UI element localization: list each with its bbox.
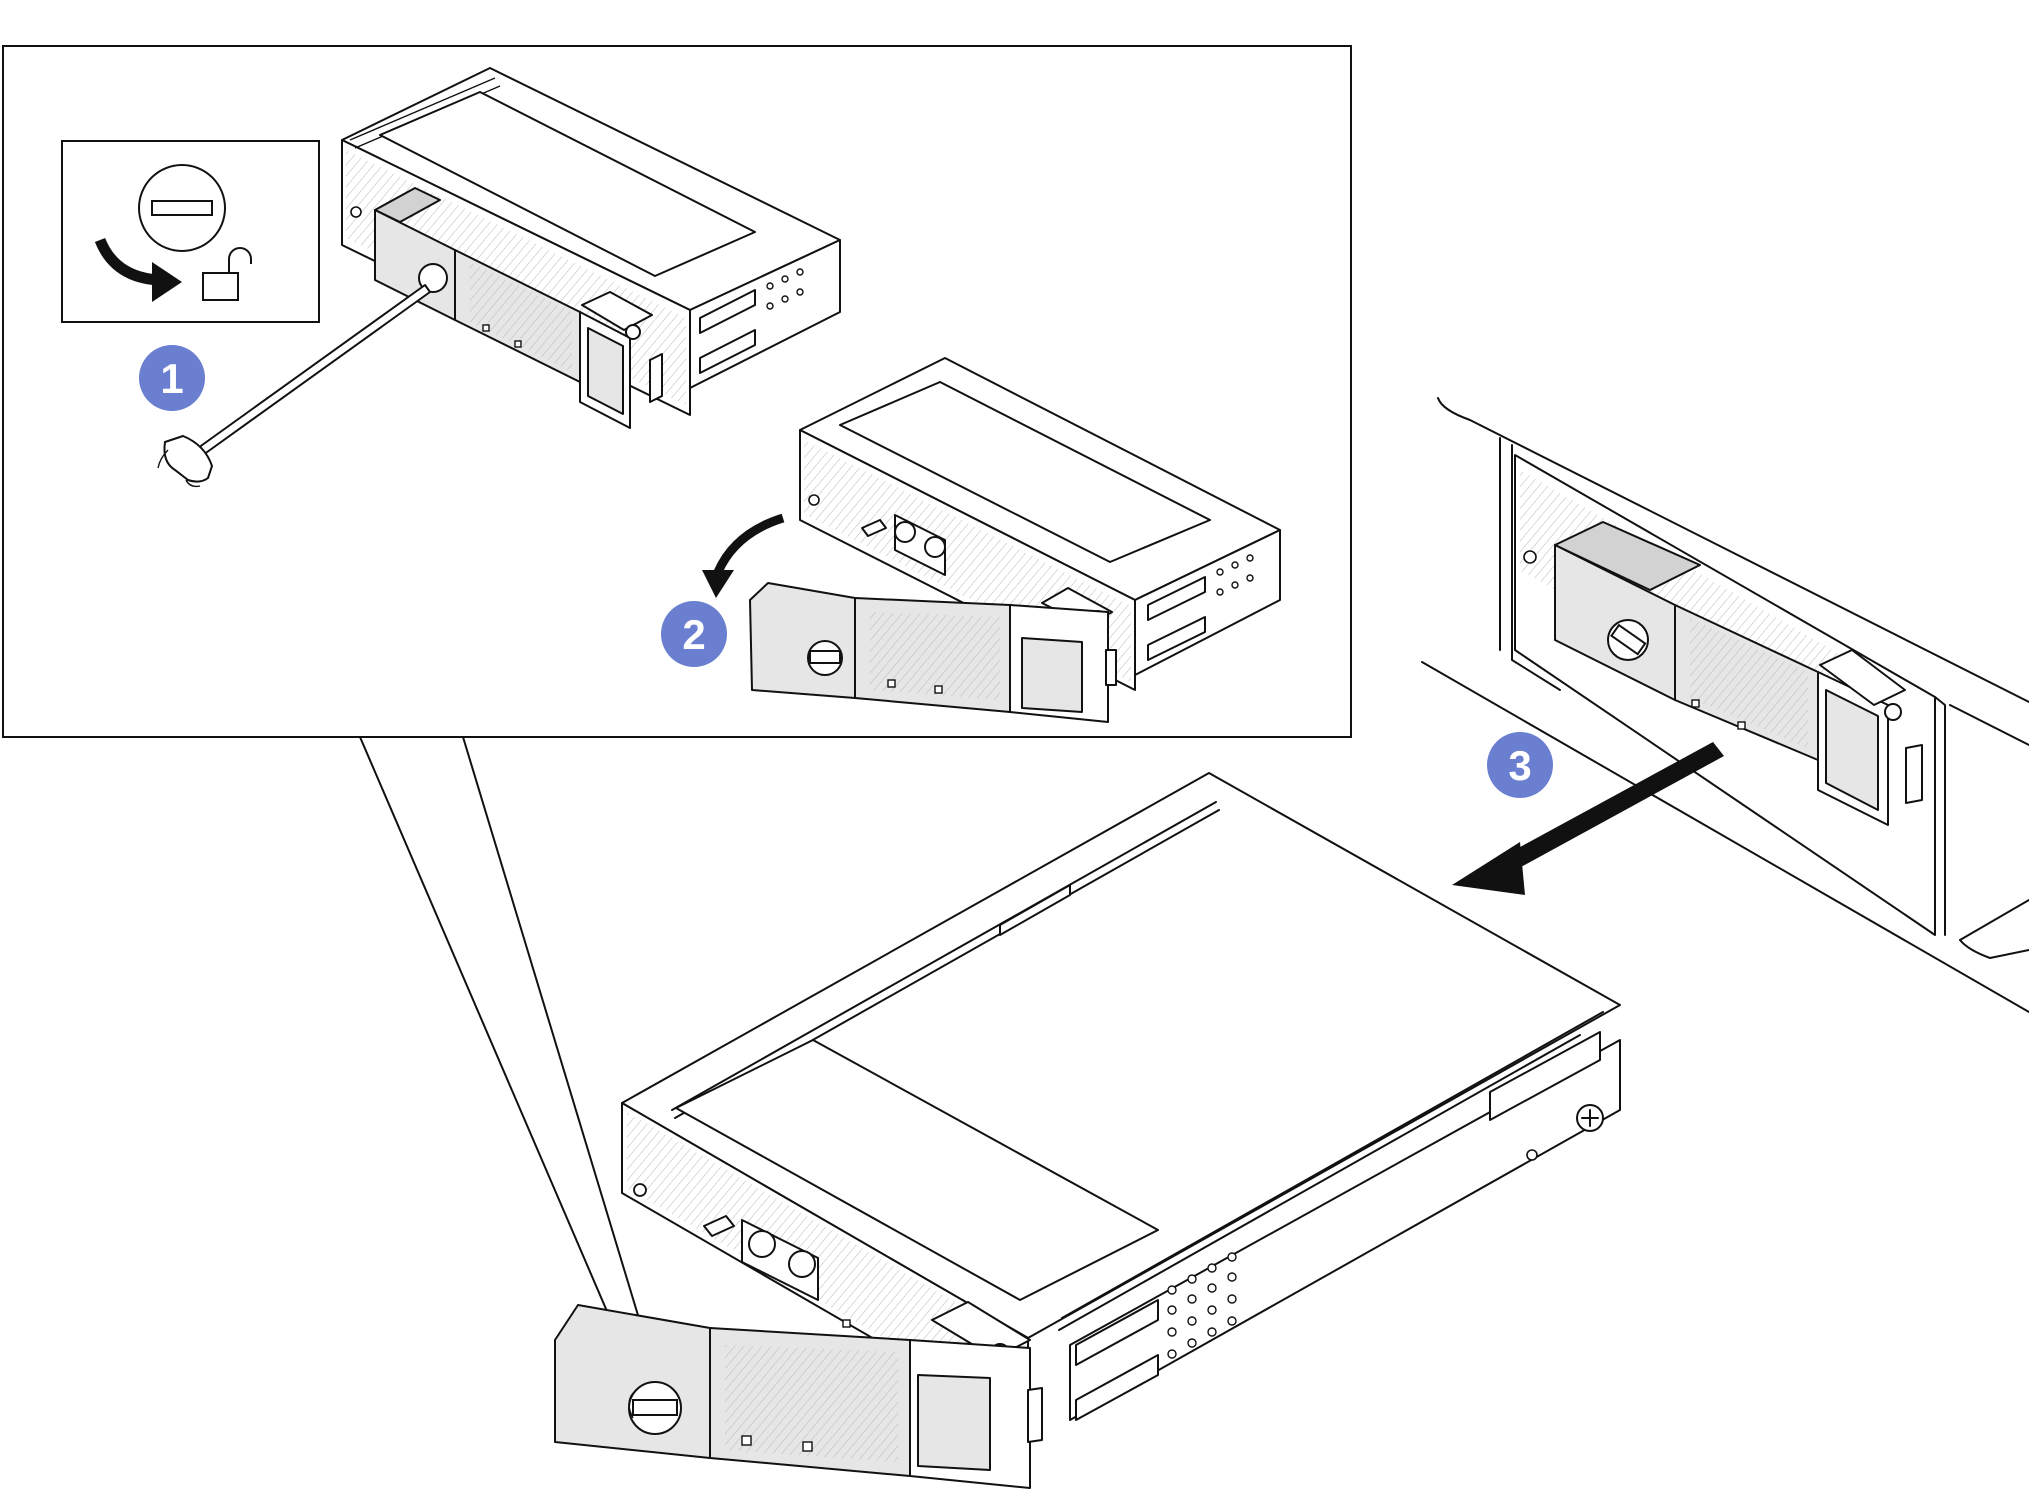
inset-leader-line-left — [359, 736, 641, 1389]
lock-slot-icon — [138, 164, 226, 252]
unlocked-padlock-icon — [202, 247, 252, 301]
server-drive-bay — [1421, 397, 2029, 1013]
step-callout-2: 2 — [661, 601, 727, 667]
screwdriver-icon — [157, 284, 431, 488]
front-bezel-vents — [1167, 1252, 1237, 1359]
rotate-arrow-icon — [94, 237, 182, 302]
drive-carrier-main — [621, 772, 1621, 1429]
drive-release-handle — [554, 1304, 1043, 1489]
inset-drive-step-2 — [749, 357, 1281, 723]
unlock-legend-box — [61, 140, 320, 323]
step-number-1: 1 — [160, 355, 183, 402]
straight-arrow-icon — [1452, 742, 1724, 895]
lock-slot-icon — [628, 1381, 682, 1435]
step-callout-1: 1 — [139, 345, 205, 411]
step-number-3: 3 — [1508, 742, 1531, 789]
curved-arrow-icon — [702, 513, 785, 598]
step-callout-3: 3 — [1487, 732, 1553, 798]
inset-leader-line-right — [462, 736, 661, 1389]
step-number-2: 2 — [682, 611, 705, 658]
inset-drive-step-1 — [341, 67, 841, 429]
